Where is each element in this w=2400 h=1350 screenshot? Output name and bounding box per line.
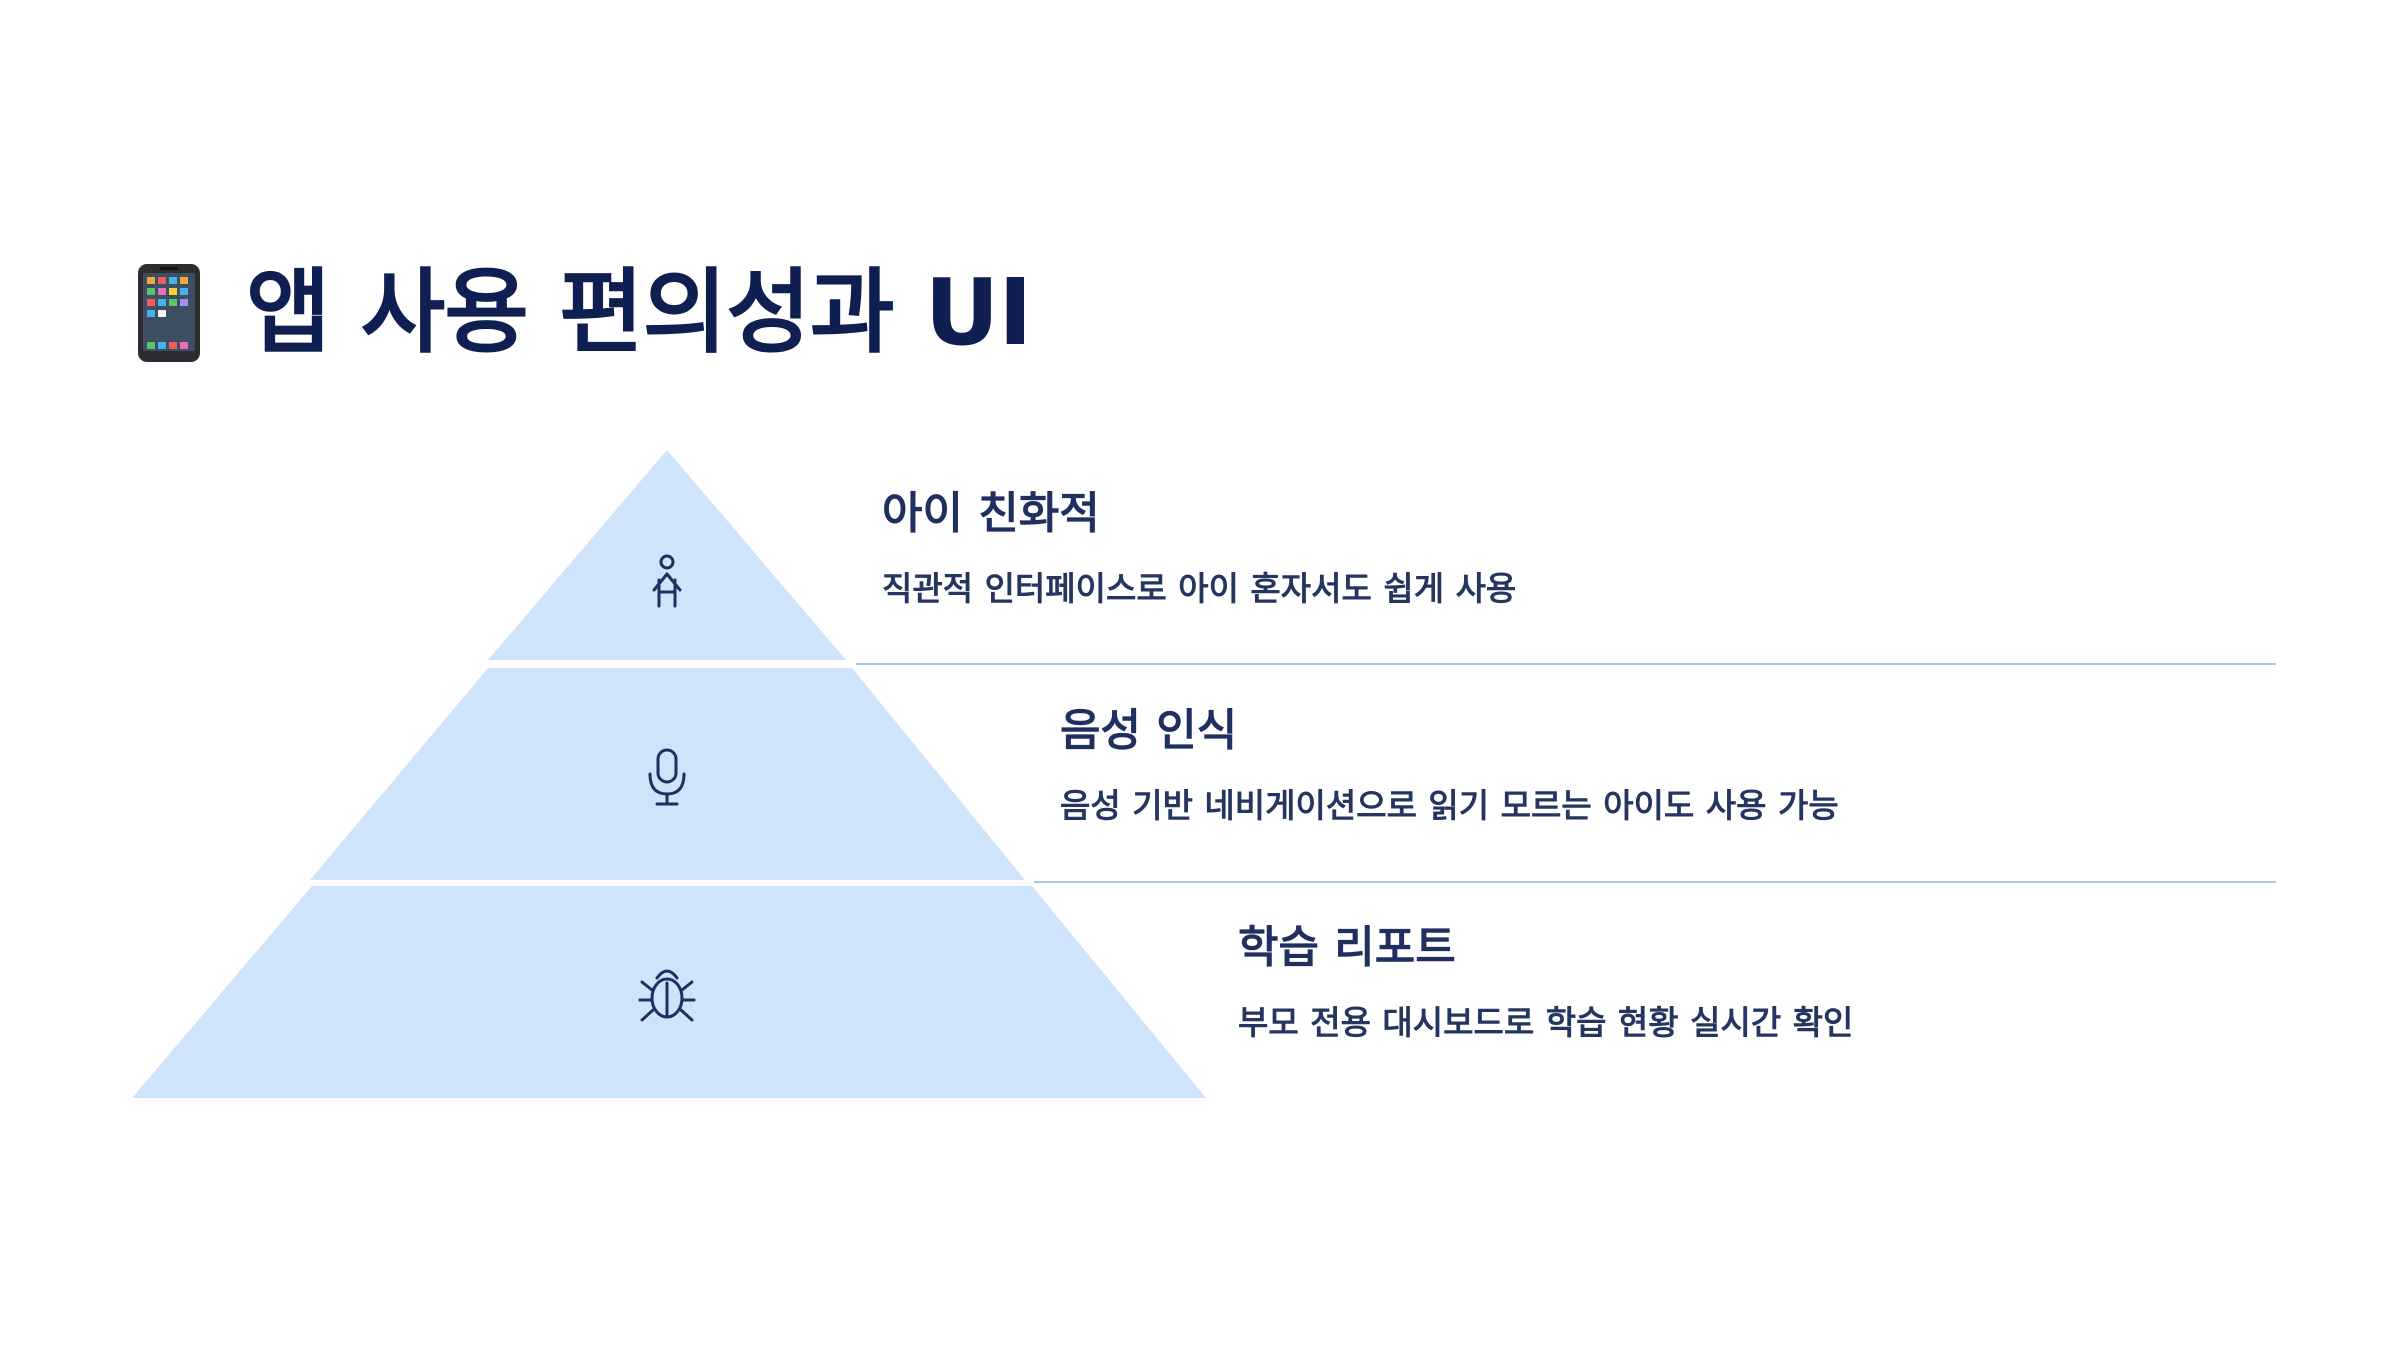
bug-icon [638, 969, 696, 1022]
microphone-icon [648, 748, 686, 806]
page-title-group: 앱 사용 편의성과 UI [136, 259, 1033, 366]
tier-1-text: 아이 친화적 직관적 인터페이스로 아이 혼자서도 쉽게 사용 [882, 488, 1517, 608]
pyramid-tier-bottom [132, 886, 1206, 1098]
tier-1-description: 직관적 인터페이스로 아이 혼자서도 쉽게 사용 [882, 569, 1517, 608]
divider-1 [856, 663, 2276, 665]
tier-3-description: 부모 전용 대시보드로 학습 현황 실시간 확인 [1238, 1003, 1854, 1042]
child-icon [652, 554, 682, 608]
tier-2-text: 음성 인식 음성 기반 네비게이션으로 읽기 모르는 아이도 사용 가능 [1060, 705, 1839, 825]
mobile-phone-icon [138, 264, 200, 362]
pyramid-tier-middle [310, 668, 1025, 880]
page-title: 앱 사용 편의성과 UI [246, 259, 1033, 366]
tier-2-description: 음성 기반 네비게이션으로 읽기 모르는 아이도 사용 가능 [1060, 786, 1839, 825]
tier-3-heading: 학습 리포트 [1238, 922, 1456, 973]
divider-2 [1034, 881, 2276, 883]
tier-2-heading: 음성 인식 [1060, 705, 1238, 756]
tier-3-text: 학습 리포트 부모 전용 대시보드로 학습 현황 실시간 확인 [1238, 922, 1854, 1042]
tier-1-heading: 아이 친화적 [882, 488, 1100, 539]
